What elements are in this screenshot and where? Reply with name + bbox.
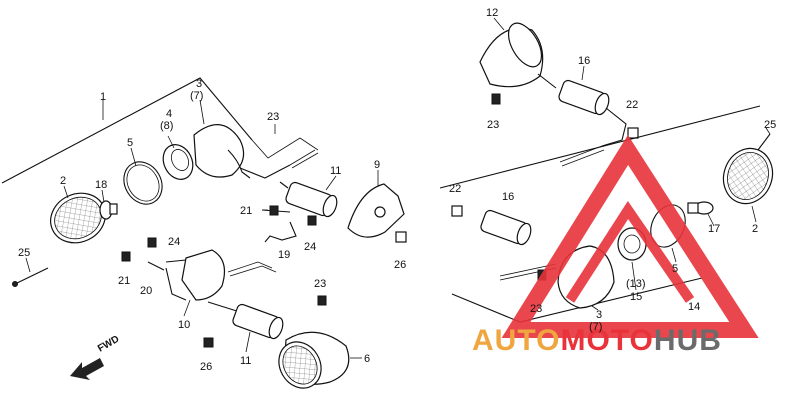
nut-26 [395, 231, 407, 243]
callout-2: 2 [60, 175, 66, 187]
callout-5b: 5 [672, 263, 678, 275]
callout-15: 15 [630, 291, 642, 303]
callout-22: 22 [626, 99, 638, 111]
resistor-11-upper [279, 181, 338, 218]
resistor-11-lower [232, 303, 284, 340]
callout-14: 14 [688, 301, 700, 313]
housing-3 [193, 124, 319, 179]
callout-17: 17 [708, 223, 720, 235]
callout-3-sub: (7) [190, 90, 203, 102]
clamp-19 [264, 221, 297, 243]
callout-leaders [25, 17, 771, 359]
callout-24: 24 [304, 241, 316, 253]
callout-6: 6 [364, 353, 370, 365]
callout-5: 5 [127, 137, 133, 149]
callout-4-sub: (8) [160, 120, 173, 132]
bulb-18 [99, 200, 118, 220]
callout-7b: (7) [589, 321, 602, 333]
callout-20: 20 [140, 285, 152, 297]
bolt-26-lower [203, 337, 214, 348]
callout-22b: 22 [449, 183, 461, 195]
callout-10: 10 [178, 319, 190, 331]
watermark-part-auto: AUTO [472, 324, 560, 357]
bolt-23-lower [317, 295, 327, 306]
callout-4: 4 [166, 108, 172, 120]
callout-3: 3 [196, 78, 202, 90]
callout-21: 21 [240, 205, 252, 217]
callout-12: 12 [486, 7, 498, 19]
callout-23c: 23 [487, 119, 499, 131]
callout-1: 1 [100, 91, 106, 103]
callout-25b: 25 [764, 119, 776, 131]
callout-13: (13) [626, 278, 646, 290]
callout-23: 23 [267, 111, 279, 123]
callout-18: 18 [95, 179, 107, 191]
callout-11: 11 [330, 165, 341, 177]
nut-24-lower [147, 237, 157, 248]
screw-25-right [757, 133, 771, 151]
callout-16b: 16 [502, 191, 514, 203]
resistor-16-lower [480, 209, 532, 246]
fwd-arrow: FWD [70, 334, 121, 380]
bolt-21-lower [121, 251, 131, 262]
nut-24 [307, 215, 317, 226]
lens-2 [50, 192, 106, 244]
callout-26: 26 [394, 259, 406, 271]
fwd-label: FWD [96, 334, 121, 355]
watermark-text: AUTOMOTOHUB [472, 324, 722, 357]
callout-23b: 23 [314, 278, 326, 290]
nut-22-upper [627, 127, 639, 139]
callout-25: 25 [18, 247, 30, 259]
bolt-21 [261, 205, 291, 216]
bracket-9 [347, 183, 405, 238]
callout-23d: 23 [530, 303, 542, 315]
callout-3b: 3 [596, 309, 602, 321]
callout-26b: 26 [200, 361, 212, 373]
callout-11b: 11 [240, 355, 251, 367]
callout-16: 16 [578, 55, 590, 67]
lens-2-right [722, 147, 774, 205]
nut-22-lower [451, 205, 463, 217]
stay-10 [165, 249, 225, 301]
socket-4 [162, 144, 194, 180]
callout-21b: 21 [118, 275, 130, 287]
housing-12 [479, 22, 557, 89]
watermark-part-moto: MOTO [560, 324, 653, 357]
watermark-logo [501, 135, 759, 338]
bulb-17 [687, 201, 714, 215]
left-assembly-outline [1, 77, 319, 184]
bolt-23-right [491, 93, 501, 105]
screw-25 [12, 267, 49, 287]
callout-19: 19 [278, 249, 290, 261]
callouts: 1 2 3 (7) 4 (8) 5 18 23 11 9 21 24 19 26… [18, 7, 776, 373]
watermark-part-hub: HUB [654, 324, 722, 357]
callout-24b: 24 [168, 236, 180, 248]
resistor-16-upper [558, 79, 627, 167]
callout-9: 9 [374, 159, 380, 171]
callout-2b: 2 [752, 223, 758, 235]
housing-6 [278, 331, 350, 389]
seal-ring-5 [123, 161, 163, 205]
collar-20 [147, 261, 165, 271]
